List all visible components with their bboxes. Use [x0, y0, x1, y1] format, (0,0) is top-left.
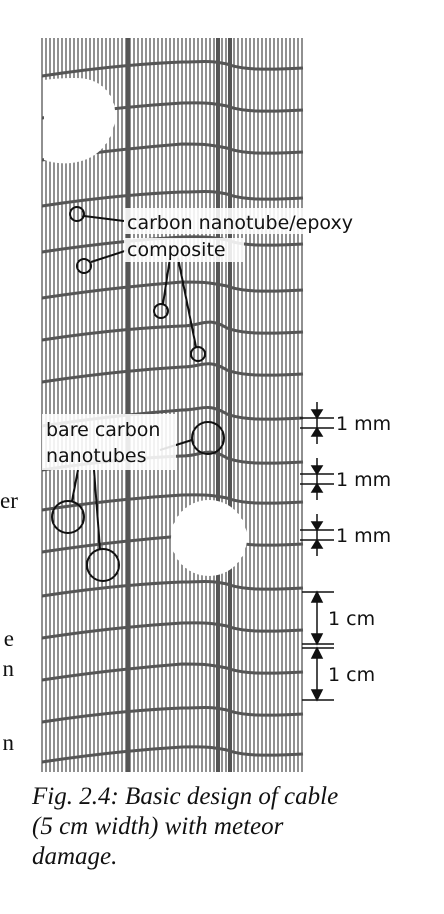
caption-line-1: Fig. 2.4: Basic design of cable — [32, 783, 339, 810]
label-bg-composite-1 — [124, 208, 386, 234]
pointer-line-composite-4 — [177, 257, 197, 348]
composite-band — [41, 580, 304, 598]
composite-band — [41, 493, 304, 512]
label-bare-line1: bare carbon — [46, 419, 160, 441]
composite-band — [41, 320, 304, 342]
dimension-label-1cm-b: 1 cm — [328, 664, 375, 686]
dimension-label-1mm-a: 1 mm — [336, 413, 391, 435]
figure-caption: Fig. 2.4: Basic design of cable (5 cm wi… — [32, 782, 432, 872]
label-composite-line2: composite — [127, 239, 226, 261]
cropped-side-text-2: e — [3, 626, 14, 651]
pointer-line-composite-1 — [83, 215, 125, 222]
meteor-damage-holes — [44, 78, 247, 576]
cropped-side-text-1: er — [0, 488, 18, 513]
dimension-label-1mm-c: 1 mm — [336, 525, 391, 547]
pointer-line-bare-2 — [71, 469, 79, 502]
pointer-circle-bare-2 — [51, 500, 85, 534]
meteor-hole-center — [171, 500, 247, 576]
meteor-hole-top-left — [44, 78, 116, 164]
pointer-line-composite-2 — [90, 249, 129, 263]
composite-band — [41, 60, 304, 78]
pointer-circle-bare-3 — [86, 548, 120, 582]
composite-band — [41, 280, 304, 300]
material-labels: carbon nanotube/epoxy composite bare car… — [42, 208, 386, 470]
cropped-side-text-3: n — [2, 656, 15, 681]
dimension-1cm-b — [302, 646, 334, 702]
label-bg-bare — [42, 414, 176, 470]
composite-band — [41, 706, 304, 724]
cropped-side-text-4: n — [2, 730, 15, 755]
dimension-markers — [300, 402, 334, 702]
pointer-circle-composite-2 — [76, 258, 92, 274]
composite-band — [41, 362, 304, 384]
composite-band — [41, 235, 304, 254]
label-composite-line1: carbon nanotube/epoxy — [127, 212, 353, 234]
composite-band — [41, 621, 304, 640]
pointer-line-bare-3 — [93, 469, 101, 550]
label-bare-line2: nanotubes — [46, 445, 147, 467]
composite-band — [41, 745, 304, 764]
composite-band — [41, 190, 304, 208]
dimension-label-1cm-a: 1 cm — [328, 608, 375, 630]
pointer-line-composite-3 — [162, 257, 171, 305]
dimension-1cm-a — [302, 590, 334, 646]
pointer-circle-bare-1 — [191, 421, 225, 455]
caption-line-2: (5 cm width) with meteor — [32, 813, 284, 840]
dimension-1mm-c — [300, 514, 334, 556]
pointer-circle-composite-4 — [190, 346, 206, 362]
dimension-1mm-b — [300, 458, 334, 500]
label-bg-composite-2 — [124, 238, 244, 262]
dimension-1mm-a — [300, 402, 334, 444]
dimension-labels: 1 mm 1 mm 1 mm 1 cm 1 cm — [328, 413, 391, 686]
pointer-circle-composite-3 — [153, 303, 169, 319]
pointer-circle-composite-1 — [69, 206, 85, 222]
caption-line-3: damage. — [32, 843, 118, 870]
composite-band — [41, 662, 304, 682]
dimension-label-1mm-b: 1 mm — [336, 469, 391, 491]
